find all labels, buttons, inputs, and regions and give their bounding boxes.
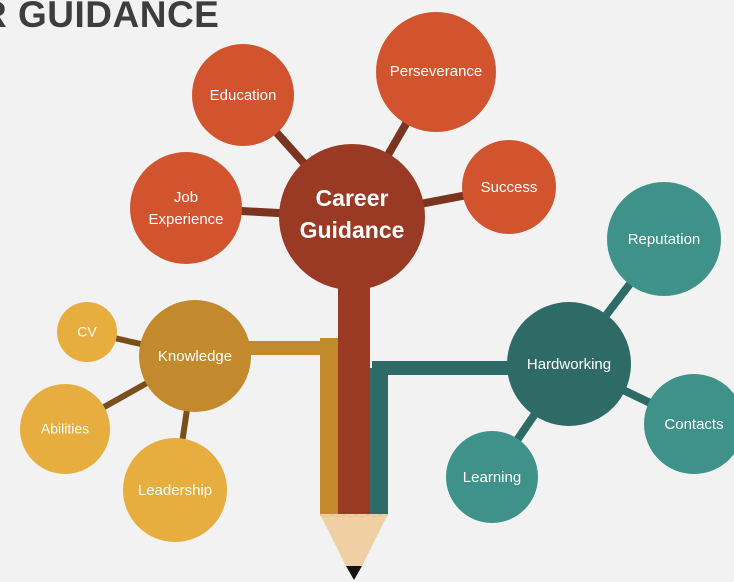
node-label-knowledge: Knowledge bbox=[158, 348, 232, 365]
node-label-education: Education bbox=[210, 87, 277, 104]
node-education: Education bbox=[192, 44, 294, 146]
node-label-perseverance: Perseverance bbox=[390, 63, 483, 80]
node-label-leadership: Leadership bbox=[138, 482, 212, 499]
node-label-learning: Learning bbox=[463, 469, 521, 486]
node-label-success: Success bbox=[481, 179, 538, 196]
node-learning: Learning bbox=[446, 431, 538, 523]
node-label-job-line1: Job bbox=[174, 189, 198, 206]
node-contacts: Contacts bbox=[644, 374, 734, 474]
node-label-reputation: Reputation bbox=[628, 231, 701, 248]
node-success: Success bbox=[462, 140, 556, 234]
node-hardworking: Hardworking bbox=[507, 302, 631, 426]
node-job-experience: Job Experience bbox=[130, 152, 242, 264]
node-perseverance: Perseverance bbox=[376, 12, 496, 132]
node-reputation: Reputation bbox=[607, 182, 721, 296]
node-label-hardworking: Hardworking bbox=[527, 356, 611, 373]
hardworking-connector bbox=[372, 361, 512, 440]
node-career-guidance: Career Guidance bbox=[279, 144, 425, 290]
node-label-abilities: Abilities bbox=[41, 421, 89, 437]
node-cv: CV bbox=[57, 302, 117, 362]
node-abilities: Abilities bbox=[20, 384, 110, 474]
node-label-contacts: Contacts bbox=[664, 416, 723, 433]
node-label-cv: CV bbox=[77, 324, 97, 340]
center-label-line2: Guidance bbox=[300, 217, 405, 243]
node-label-job-line2: Experience bbox=[148, 211, 223, 228]
node-leadership: Leadership bbox=[123, 438, 227, 542]
node-knowledge: Knowledge bbox=[139, 300, 251, 412]
center-label-line1: Career bbox=[316, 185, 389, 211]
knowledge-connector bbox=[248, 341, 336, 360]
slide-title: R GUIDANCE bbox=[0, 0, 220, 35]
